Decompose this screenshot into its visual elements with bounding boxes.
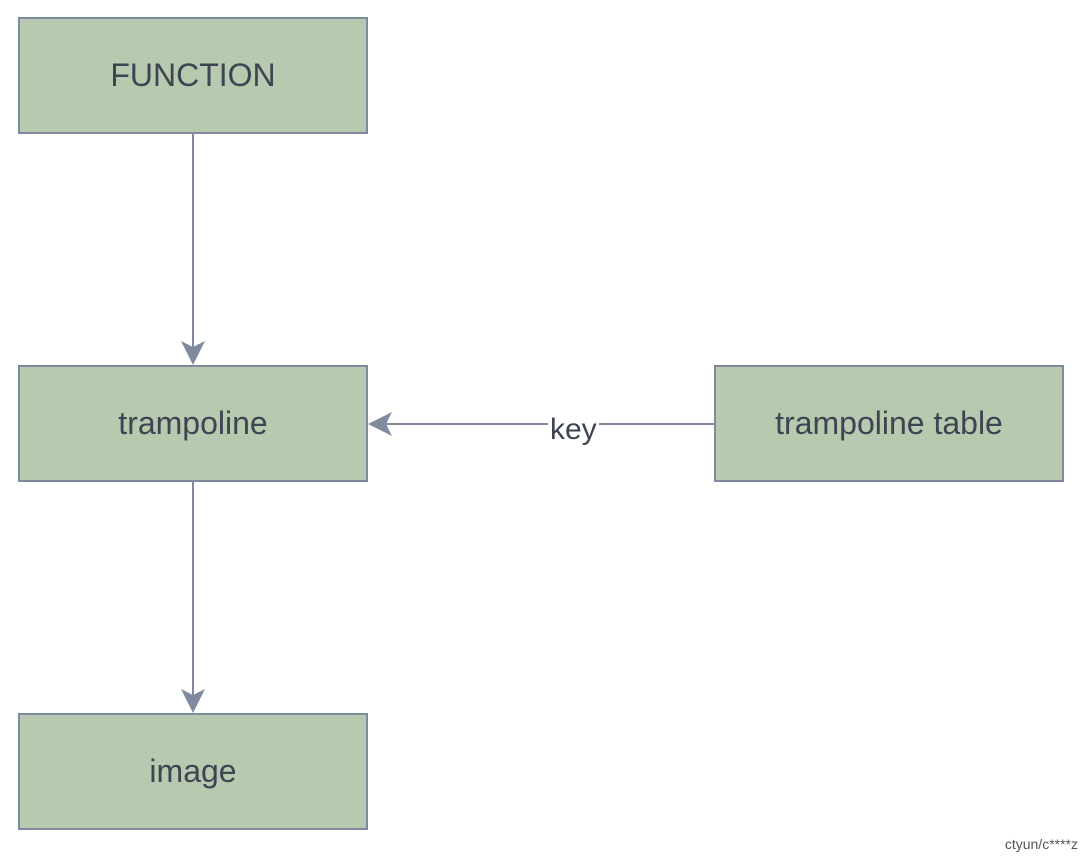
trampoline-node-label: trampoline — [118, 405, 268, 441]
trampoline-node[interactable]: trampoline — [18, 365, 368, 482]
trampoline-table-node-label: trampoline table — [775, 405, 1003, 441]
watermark: ctyun/c****z — [1004, 836, 1078, 852]
image-node-label: image — [149, 753, 237, 789]
image-node[interactable]: image — [18, 713, 368, 830]
function-node[interactable]: FUNCTION — [18, 17, 368, 134]
function-node-label: FUNCTION — [110, 57, 276, 93]
trampoline-table-node[interactable]: trampoline table — [714, 365, 1064, 482]
edge-label-key: key — [548, 410, 599, 450]
